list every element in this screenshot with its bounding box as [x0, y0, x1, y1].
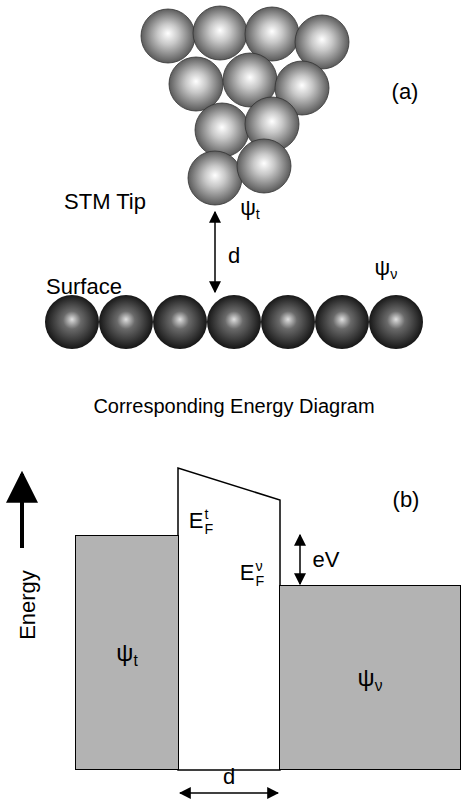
bias-label: eV	[313, 549, 340, 571]
wavefunction-label: ψt	[240, 197, 260, 219]
tip-atom	[237, 139, 291, 193]
tunnel-barrier	[178, 468, 280, 770]
tip-atom	[195, 103, 249, 157]
atom-spheres	[45, 6, 423, 349]
panel-label: (b)	[393, 489, 420, 511]
surface-atom	[45, 295, 99, 349]
wavefunction-label: ψt	[116, 641, 137, 665]
surface-atom	[369, 295, 423, 349]
surface-atom	[261, 295, 315, 349]
tip-atom	[188, 151, 242, 205]
bias-arrow	[299, 535, 301, 584]
distance-label: d	[228, 245, 240, 267]
energy-axis-arrow	[20, 474, 24, 548]
wavefunction-label: ψν	[358, 666, 383, 690]
section-title: Corresponding Energy Diagram	[93, 396, 374, 416]
tip-label: STM Tip	[64, 191, 146, 213]
electrode-band: ψt	[75, 535, 179, 770]
width-arrow	[180, 792, 278, 794]
fermi-level-label: EFν	[240, 559, 264, 589]
surface-atom	[207, 295, 261, 349]
distance-arrow	[214, 212, 216, 292]
electrode-band: ψν	[279, 585, 461, 770]
tip-atom	[141, 9, 195, 63]
surface-atom	[99, 295, 153, 349]
distance-label: d	[223, 766, 235, 788]
surface-atom	[315, 295, 369, 349]
panel-label: (a)	[392, 81, 419, 103]
tip-atom	[193, 6, 247, 60]
axis-label: Energy	[17, 570, 39, 640]
tip-atom	[169, 57, 223, 111]
surface-label: Surface	[46, 276, 122, 298]
surface-atom	[153, 295, 207, 349]
fermi-level-label: EFt	[189, 507, 213, 537]
wavefunction-label: ψν	[375, 257, 398, 279]
